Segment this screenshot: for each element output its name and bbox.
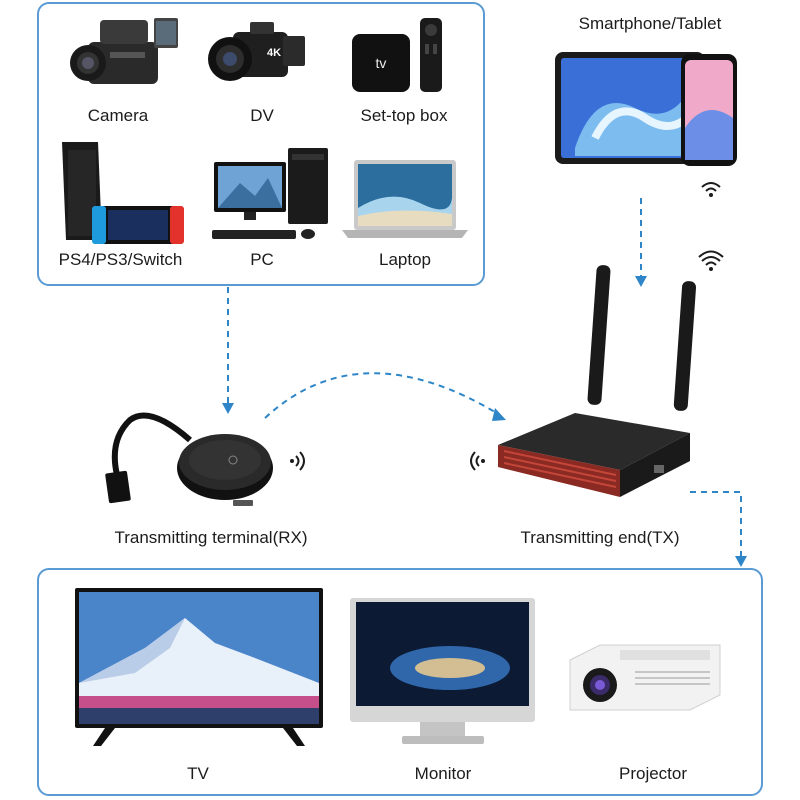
dv-image: 4K [205, 14, 310, 99]
tx-label: Transmitting end(TX) [520, 528, 680, 547]
smartphone-label: Smartphone/Tablet [578, 14, 722, 33]
settop-logo: tv [376, 55, 387, 71]
rx-label: Transmitting terminal(RX) [114, 528, 308, 547]
settop-box-label: Set-top box [360, 106, 448, 125]
pc-image [210, 148, 330, 243]
dv-label: DV [250, 106, 274, 125]
tx-wifi-left-icon [465, 450, 487, 472]
tv-label: TV [187, 764, 209, 783]
tablet-phone-image [555, 48, 745, 178]
rx-to-tx-arrow [264, 372, 501, 419]
monitor-image [350, 598, 535, 746]
tv-image [75, 588, 323, 748]
monitor-label: Monitor [414, 764, 472, 783]
console-image [58, 140, 193, 245]
laptop-label: Laptop [379, 250, 431, 269]
projector-image [560, 640, 725, 715]
tx-wifi-icon [698, 250, 724, 272]
console-label: PS4/PS3/Switch [58, 250, 183, 269]
settop-box-image: tv [350, 18, 450, 98]
dv-4k-badge: 4K [267, 47, 281, 59]
camera-image [70, 12, 185, 97]
tx-to-displays-arrow [690, 491, 742, 558]
pc-label: PC [250, 250, 274, 269]
rx-dongle-image [105, 400, 275, 515]
laptop-image [340, 158, 470, 243]
rx-wifi-icon [288, 450, 310, 472]
camera-label: Camera [87, 106, 149, 125]
tx-box-image [490, 265, 697, 515]
smartphone-wifi-icon [698, 178, 724, 198]
projector-label: Projector [618, 764, 688, 783]
